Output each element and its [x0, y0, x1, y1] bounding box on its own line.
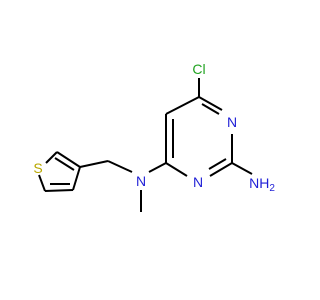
bond-th-c5-c4 [44, 189, 74, 192]
sulfur-label: S [33, 160, 42, 176]
bond-th-c3-c2 [56, 151, 81, 168]
amino-subscript: 2 [269, 183, 275, 194]
bond-th-s-c5 [38, 174, 46, 192]
bond-c6-n1 [198, 96, 223, 111]
bond-c4-n [148, 162, 167, 173]
bond-th-c3-c2-inner [54, 157, 75, 171]
bond-th-c4-c3 [72, 166, 81, 191]
bond-c2-n3 [209, 162, 233, 177]
molecule-structure: Cl N N N NH2 S [33, 61, 275, 212]
bond-c5-c6 [165, 96, 200, 115]
bond-c6-n1-inner [201, 103, 220, 115]
amino-group-label: NH2 [249, 175, 275, 194]
bond-n-ch2 [107, 160, 133, 173]
ring-nitrogen-bottom: N [193, 174, 203, 190]
amine-nitrogen-label: N [136, 173, 146, 189]
ring-nitrogen-top: N [227, 114, 237, 130]
bond-c2-nh2 [231, 162, 253, 175]
chlorine-label: Cl [192, 61, 205, 77]
amino-nh: NH [249, 175, 269, 191]
bond-c2-n3-inner [208, 158, 227, 170]
bond-n3-c4 [165, 162, 188, 177]
bond-th-c2-s [45, 151, 58, 164]
bond-ch2-c3 [79, 160, 109, 168]
